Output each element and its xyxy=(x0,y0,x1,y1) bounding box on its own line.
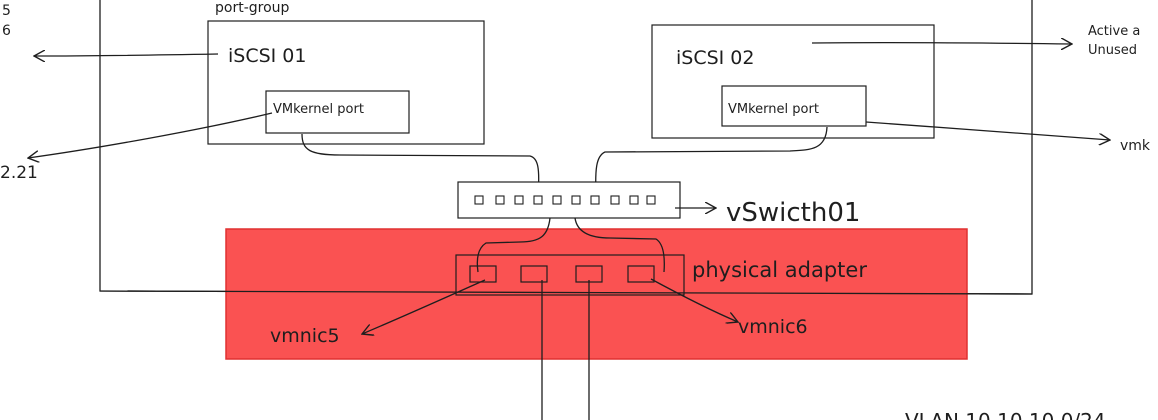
vswitch-port xyxy=(571,195,581,205)
iscsi-01-label: iSCSI 01 xyxy=(228,45,307,67)
physical-adapter-box xyxy=(455,254,685,296)
right-active-label: Active a xyxy=(1088,24,1140,39)
link-vswitch-uplink-left xyxy=(476,217,551,273)
link-vmk1-vswitch xyxy=(301,133,540,196)
vmnic-port xyxy=(627,265,655,283)
vmnic-port xyxy=(520,265,548,283)
vswitch-port xyxy=(590,195,600,205)
vmkernel-port-2-label: VMkernel port xyxy=(728,102,819,117)
vmnic6-label: vmnic6 xyxy=(738,316,808,338)
arrow-iscsi01-left xyxy=(34,54,219,56)
vswitch-port xyxy=(495,195,505,205)
vmkernel-port-1-box xyxy=(265,90,410,134)
right-vmk-label: vmk xyxy=(1120,138,1151,154)
vswitch-ports xyxy=(474,195,656,205)
arrow-vmnic5 xyxy=(362,279,486,334)
left-top-label-b: 6 xyxy=(2,23,11,39)
arrow-vmk1-left xyxy=(28,112,273,158)
bottom-right-label: VLAN 10.10.10.0/24 xyxy=(905,409,1106,420)
vswitch-port xyxy=(629,195,639,205)
vmkernel-port-2-box xyxy=(721,85,867,127)
left-ip-label: 2.21 xyxy=(0,163,38,183)
host-container-bottom xyxy=(99,290,1033,295)
vmnic5-label: vmnic5 xyxy=(270,325,340,347)
vswitch-box xyxy=(457,181,681,219)
vswitch-port xyxy=(533,195,543,205)
vswitch-port xyxy=(514,195,524,205)
physical-adapter-label: physical adapter xyxy=(692,258,867,282)
link-vmk2-vswitch xyxy=(595,126,828,196)
iscsi-02-label: iSCSI 02 xyxy=(676,47,755,69)
arrow-vmnic6 xyxy=(650,278,738,322)
iscsi-02-box xyxy=(651,24,935,139)
iscsi-01-box xyxy=(207,20,485,145)
vswitch-label: vSwicth01 xyxy=(726,198,860,228)
vswitch-port xyxy=(474,195,484,205)
vmnic-port xyxy=(469,265,497,283)
vswitch-port xyxy=(610,195,620,205)
right-unused-label: Unused xyxy=(1088,43,1137,58)
arrow-vmk2-right xyxy=(865,121,1110,140)
arrow-iscsi02-right xyxy=(811,43,1072,44)
vmkernel-port-1-label: VMkernel port xyxy=(273,102,364,117)
port-group-label: port-group xyxy=(215,0,290,16)
left-top-label-a: 5 xyxy=(2,3,11,19)
link-vswitch-uplink-right xyxy=(574,217,665,273)
vswitch-port xyxy=(552,195,562,205)
vswitch-port xyxy=(646,195,656,205)
